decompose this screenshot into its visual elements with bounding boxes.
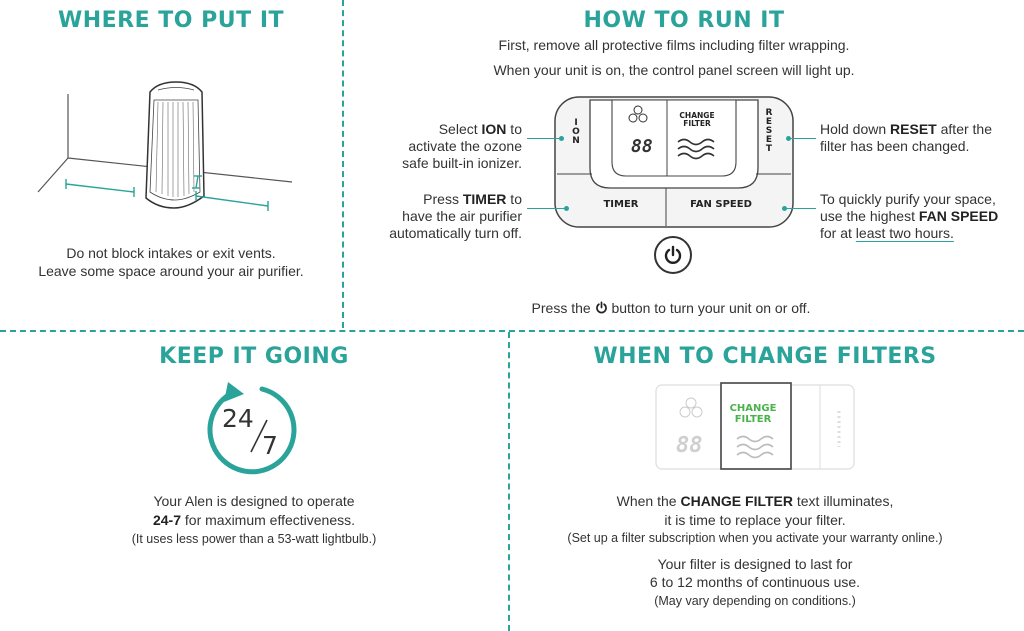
where-line-2: Leave some space around your air purifie… [38,263,304,279]
badge-slash [250,419,268,453]
power-instruction: Press the button to turn your unit on or… [531,300,811,316]
power-icon [595,301,607,314]
divider-vertical-top [342,0,344,328]
change-filter-panel-illustration [655,382,855,470]
keep-line-1: Your Alen is designed to operate [153,493,355,509]
keep-title: KEEP IT GOING [159,344,349,369]
change-line-4: Your filter is designed to last for [657,556,853,572]
ion-dot [559,136,564,141]
panel-timer-label: TIMER [603,199,639,210]
how-intro-2: When your unit is on, the control panel … [493,62,855,78]
power-icon [664,245,682,264]
timer-dot [564,206,569,211]
fan-speed-leader [784,208,816,209]
keep-line-2: 24-7 for maximum effectiveness. [152,512,356,528]
divider-vertical-bottom [508,332,510,631]
change-line-5: 6 to 12 months of continuous use. [649,574,861,590]
clock-arrow-icon [207,382,297,475]
ion-leader [527,138,563,139]
panel-ion-label: ION [571,118,581,145]
reset-leader [788,138,816,139]
fan-speed-callout: To quickly purify your space, use the hi… [820,191,999,241]
panel-fan-speed-label: FAN SPEED [690,199,752,210]
panel-reset-label: RESET [764,108,774,153]
reset-dot [786,136,791,141]
how-intro-1: First, remove all protective films inclu… [498,37,850,53]
timer-leader [527,208,567,209]
reset-callout: Hold down RESET after the filter has bee… [820,121,992,154]
keep-line-3: (It uses less power than a 53-watt light… [131,532,377,546]
change-title: WHEN TO CHANGE FILTERS [593,344,937,369]
control-panel-illustration [554,96,794,228]
change-line-1: When the CHANGE FILTER text illuminates, [616,493,894,509]
where-title: WHERE TO PUT IT [57,8,285,33]
badge-7: 7 [262,431,278,460]
ion-callout: Select ION to activate the ozone safe bu… [402,121,522,171]
where-line-1: Do not block intakes or exit vents. [66,245,276,261]
change-panel-display: 88 [676,433,703,458]
fan-speed-dot [782,206,787,211]
how-title: HOW TO RUN IT [583,8,785,33]
air-purifier-illustration [37,81,293,211]
panel-display: 88 [631,136,653,157]
divider-horizontal [0,330,1024,332]
power-button-illustration [654,236,692,274]
badge-24: 24 [222,404,254,433]
change-line-2: it is time to replace your filter. [664,512,846,528]
change-line-3: (Set up a filter subscription when you a… [567,531,943,545]
timer-callout: Press TIMER to have the air purifier aut… [389,191,522,241]
change-line-6: (May vary depending on conditions.) [654,594,856,608]
